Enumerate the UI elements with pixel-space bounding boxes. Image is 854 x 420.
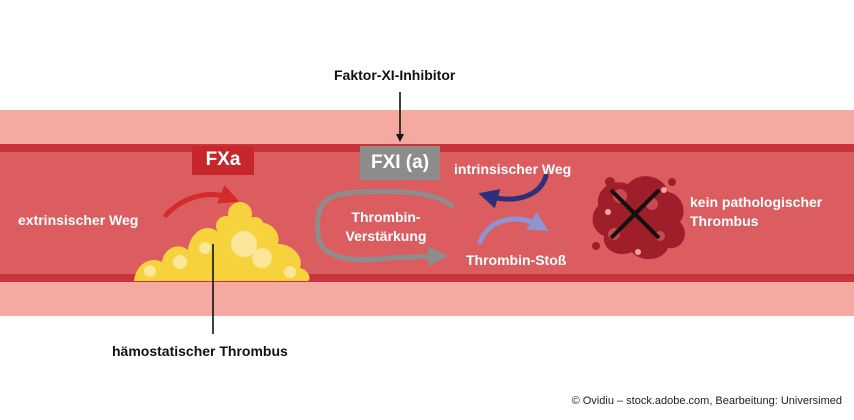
fxa-badge: FXa bbox=[205, 149, 241, 170]
hemostatic-thrombus-shape bbox=[134, 202, 310, 281]
inhibitor-label: Faktor-XI-Inhibitor bbox=[334, 67, 456, 83]
extrinsic-arrow bbox=[163, 185, 240, 218]
image-credit: © Ovidiu – stock.adobe.com, Bearbeitung:… bbox=[571, 395, 842, 407]
amplification-label: Thrombin- Verstärkung bbox=[330, 208, 442, 246]
amplification-arrow bbox=[314, 188, 455, 267]
intrinsic-arrow bbox=[478, 173, 549, 209]
amplification-label-line-2: Verstärkung bbox=[345, 228, 427, 244]
burst-label: Thrombin-Stoß bbox=[466, 252, 567, 268]
extrinsic-label: extrinsischer Weg bbox=[18, 212, 139, 228]
fxa-badge-box bbox=[192, 146, 254, 175]
cross-mark-line-2 bbox=[609, 188, 661, 240]
no-thrombus-label-line-2: Thrombus bbox=[690, 213, 759, 229]
fxi-badge-box bbox=[360, 146, 440, 180]
burst-arrow bbox=[477, 212, 549, 245]
no-thrombus-label: kein pathologischer Thrombus bbox=[690, 193, 822, 231]
intrinsic-label: intrinsischer Weg bbox=[454, 161, 572, 177]
hemostatic-label: hämostatischer Thrombus bbox=[112, 343, 288, 359]
vessel-lower-wall bbox=[0, 274, 854, 282]
fxi-badge: FXI (a) bbox=[370, 152, 430, 173]
no-thrombus-label-line-1: kein pathologischer bbox=[690, 194, 823, 210]
amplification-label-line-1: Thrombin- bbox=[351, 209, 421, 225]
